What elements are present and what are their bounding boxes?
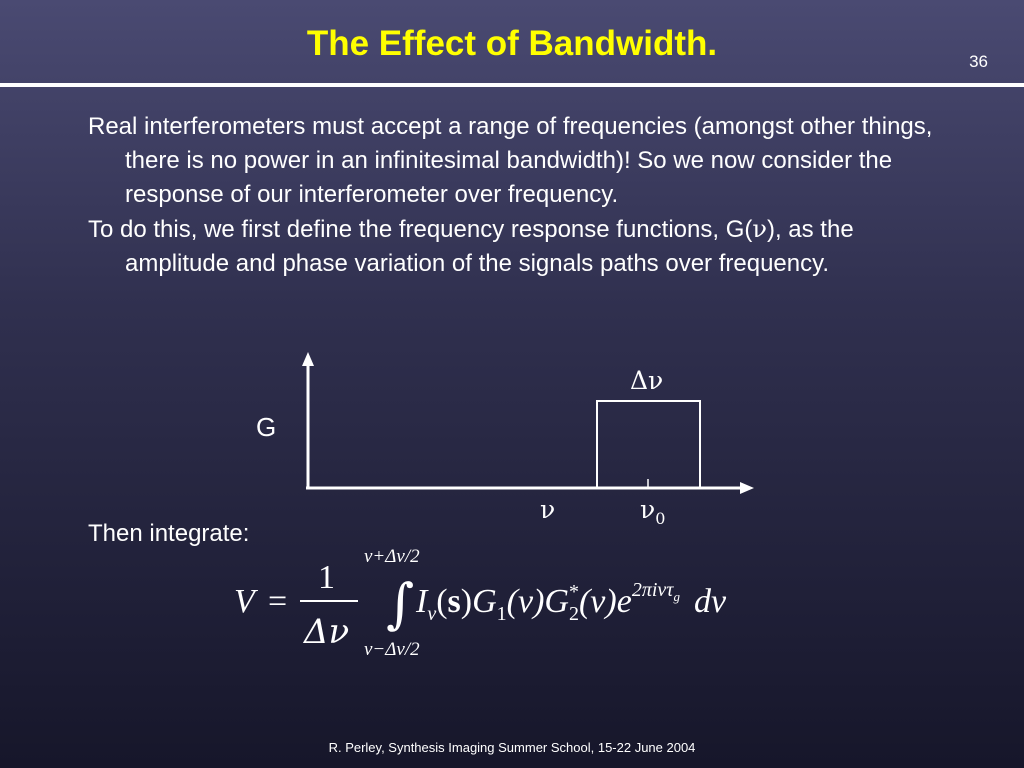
nu0-label: ν0 [640, 495, 665, 528]
eq-close-paren: ) [461, 583, 472, 620]
then-integrate-label: Then integrate: [88, 520, 250, 547]
eq-equals: = [268, 583, 287, 620]
nu-axis-label: ν [540, 495, 555, 524]
eq-g2-conj: * [569, 581, 579, 603]
slide-footer: R. Perley, Synthesis Imaging Summer Scho… [328, 740, 696, 755]
eq-differential: dν [694, 583, 727, 620]
paragraph-frequency-response: To do this, we first define the frequenc… [88, 212, 948, 281]
nu-symbol: ν [752, 215, 767, 243]
eq-g2-sub: 2 [569, 603, 579, 625]
paragraph-bandwidth-intro: Real interferometers must accept a range… [88, 113, 933, 208]
bandwidth-label: Δν [630, 366, 663, 395]
g-axis-label: G [256, 412, 276, 442]
nu0-symbol: ν [640, 495, 655, 524]
eq-exponential: e [617, 583, 632, 620]
eq-exponent-sub: g [673, 589, 680, 604]
eq-g2-arg: (ν) [579, 583, 617, 620]
eq-denominator: Δν [302, 612, 349, 652]
x-axis-arrow [740, 482, 754, 494]
slide-number: 36 [969, 52, 988, 71]
nu0-subscript: 0 [655, 509, 665, 528]
paragraph-text-end: ), as the amplitude and phase variation … [125, 216, 854, 277]
eq-intensity: I [415, 583, 429, 620]
eq-lower-limit: ν−Δν/2 [364, 639, 420, 660]
slide-body: Real interferometers must accept a range… [88, 110, 948, 281]
eq-intensity-sub: ν [427, 603, 436, 625]
eq-upper-limit: ν+Δν/2 [364, 546, 420, 567]
eq-numerator: 1 [318, 559, 335, 596]
integral-symbol: ∫ [386, 572, 414, 635]
eq-g2: G [544, 583, 569, 620]
paragraph-text-start: To do this, we first define the frequenc… [88, 216, 753, 243]
eq-exponent: 2πiντ [632, 579, 674, 601]
eq-visibility: V [234, 583, 259, 620]
eq-g1-arg: (ν) [507, 583, 545, 620]
eq-direction-s: s [448, 583, 461, 620]
y-axis-arrow [302, 352, 314, 366]
eq-g1-sub: 1 [497, 603, 507, 625]
title-divider [0, 83, 1024, 87]
bandpass-box [596, 400, 701, 487]
eq-g1: G [472, 583, 497, 620]
eq-open-paren: ( [436, 583, 447, 620]
slide-title: The Effect of Bandwidth. [306, 24, 718, 63]
